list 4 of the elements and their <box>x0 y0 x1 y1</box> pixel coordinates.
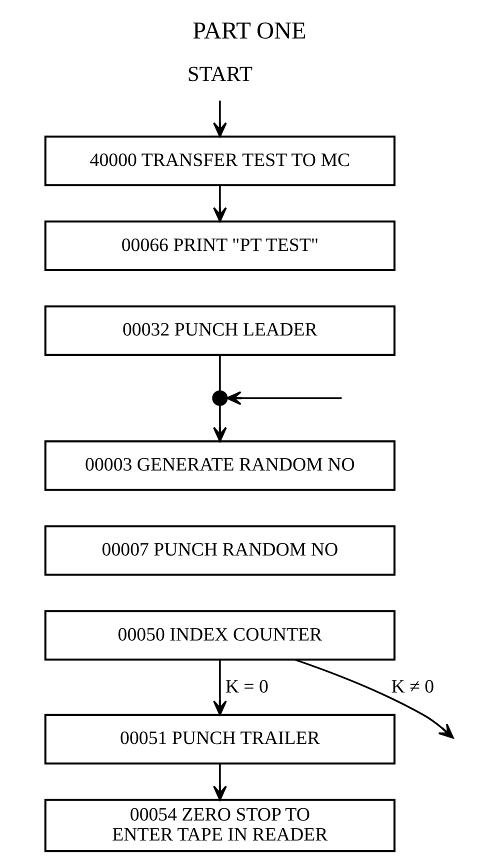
edge-label: K ≠ 0 <box>390 676 434 698</box>
diagram-title: PART ONE <box>192 18 306 45</box>
edge-label: K = 0 <box>224 676 268 698</box>
node-text: START <box>186 62 252 86</box>
